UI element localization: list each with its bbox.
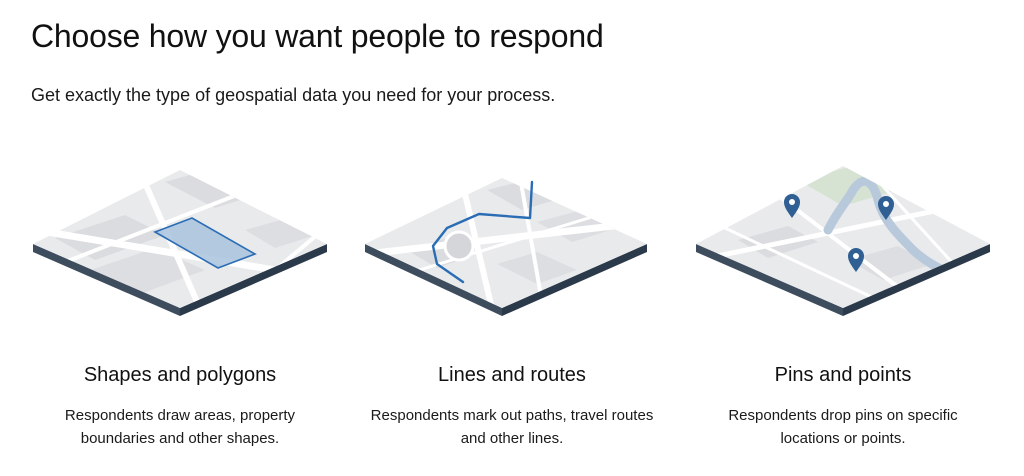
card-description: Respondents drop pins on specific locati…: [728, 407, 958, 447]
card-pins-and-points: Pins and points Respondents drop pins on…: [678, 160, 1008, 460]
card-title: Pins and points: [774, 364, 912, 386]
card-title: Lines and routes: [438, 364, 586, 386]
response-type-cards: Shapes and polygons Respondents draw are…: [0, 160, 1024, 460]
map-river: [823, 176, 963, 283]
card-description: Respondents draw areas, property boundar…: [64, 407, 296, 447]
page-subtitle: Get exactly the type of geospatial data …: [31, 85, 556, 105]
map-block: [55, 215, 165, 260]
map-pin-icon: [848, 248, 864, 272]
card-title: Shapes and polygons: [83, 364, 277, 386]
card-shapes-and-polygons: Shapes and polygons Respondents draw are…: [15, 160, 345, 460]
map-pin-icon: [784, 194, 800, 218]
map-street: [707, 218, 879, 302]
map-slab-left-side: [33, 244, 180, 316]
map-slab-right-side: [180, 244, 327, 316]
page-title: Choose how you want people to respond: [31, 18, 604, 54]
map-slab-right-side: [843, 244, 990, 316]
map-slab-right-side: [502, 244, 647, 316]
drawn-polygon-shape: [153, 217, 257, 269]
route-map-illustration: [365, 178, 647, 316]
map-slab-left-side: [696, 244, 843, 316]
map-pin-icon: [878, 196, 894, 220]
polygon-map-illustration: [33, 170, 327, 316]
card-lines-and-routes: Lines and routes Respondents mark out pa…: [347, 160, 677, 460]
map-roundabout: [443, 230, 475, 262]
card-description: Respondents mark out paths, travel route…: [370, 407, 654, 447]
pins-map-illustration: [696, 166, 990, 316]
map-surface: [696, 166, 990, 308]
drawn-route-line: [431, 180, 534, 284]
map-slab-left-side: [365, 244, 502, 316]
